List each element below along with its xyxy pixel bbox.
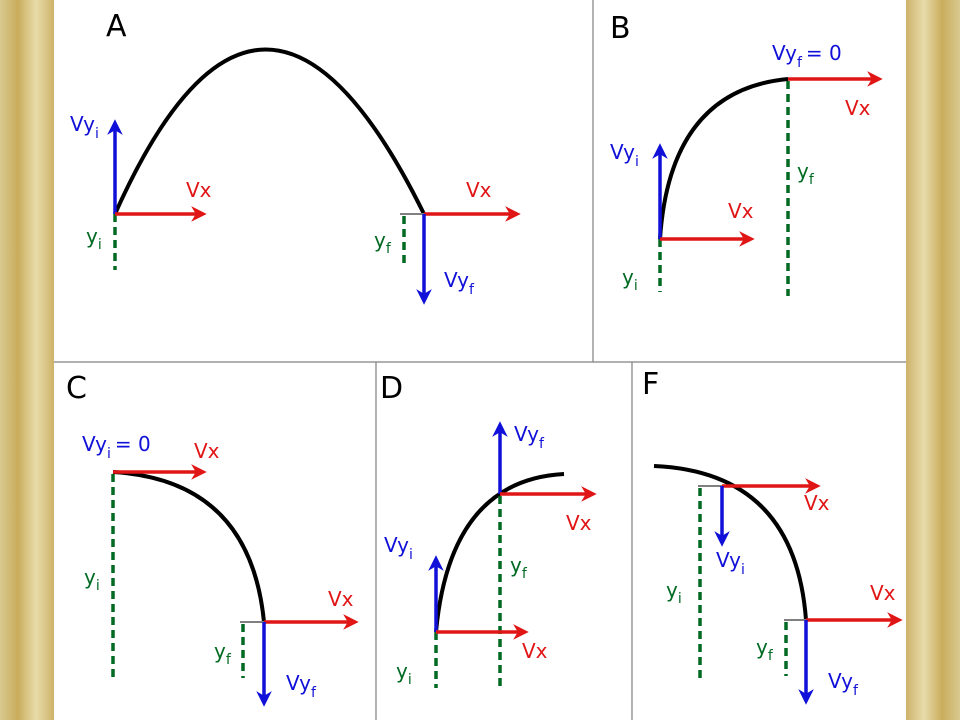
panel-b-vx-top-label: Vx xyxy=(845,96,871,120)
panel-a-vx-left-label: Vx xyxy=(186,178,212,202)
panel-d: D Vyf Vx Vyi yf Vx yi xyxy=(380,371,597,688)
panel-b-yi-label: yi xyxy=(622,265,638,294)
panel-c-vx-top-label: Vx xyxy=(194,439,220,463)
panel-c-trajectory xyxy=(112,470,266,623)
panel-f-yf-label: yf xyxy=(756,635,774,664)
panel-separators xyxy=(54,0,906,720)
panel-f-trajectory xyxy=(653,464,808,621)
panel-b-vyi-label: Vyi xyxy=(610,140,639,170)
panel-d-trajectory xyxy=(434,472,565,633)
panel-f: F Vx Vyi yi Vx yf Vyf xyxy=(642,367,903,705)
panel-f-yi-label: yi xyxy=(666,578,682,607)
panel-c-vyi-label: Vyi= 0 xyxy=(82,432,151,462)
panel-c-vx-bottom-label: Vx xyxy=(328,587,354,611)
panel-a-letter: A xyxy=(106,9,127,44)
panel-a-yi-label: yi xyxy=(86,224,102,253)
panel-f-vyi-label: Vyi xyxy=(716,548,745,578)
panel-c-letter: C xyxy=(66,371,87,406)
panel-f-letter: F xyxy=(642,367,659,402)
panel-c-vyf-label: Vyf xyxy=(286,671,317,701)
panel-b-vx-bottom-label: Vx xyxy=(728,199,754,223)
panel-d-vyi-label: Vyi xyxy=(384,533,413,563)
panel-a: A Vyi Vx yi Vx yf Vyf xyxy=(70,9,521,305)
panel-b: B Vyf= 0 Vx Vyi yf Vx yi xyxy=(610,11,883,296)
panel-b-yf-label: yf xyxy=(797,159,815,188)
panel-c: C Vyi= 0 Vx yi Vx yf Vyf xyxy=(66,371,359,707)
panel-b-letter: B xyxy=(610,11,631,46)
panel-c-yi-label: yi xyxy=(84,565,100,594)
panel-d-vx-bottom-label: Vx xyxy=(522,639,548,663)
panel-a-yf-label: yf xyxy=(374,228,392,257)
panel-d-vyf-label: Vyf xyxy=(514,422,545,452)
panel-a-vyi-label: Vyi xyxy=(70,112,99,142)
panel-b-vyf-label: Vyf= 0 xyxy=(772,41,842,71)
panel-d-yf-label: yf xyxy=(510,553,528,582)
panel-d-yi-label: yi xyxy=(396,659,412,688)
panel-c-yf-label: yf xyxy=(214,639,232,668)
panel-f-vx-top-label: Vx xyxy=(804,491,830,515)
panel-d-letter: D xyxy=(380,371,403,406)
panel-a-vx-right-label: Vx xyxy=(466,178,492,202)
panel-b-trajectory xyxy=(658,77,789,240)
panel-f-vyf-label: Vyf xyxy=(828,669,859,699)
panel-a-trajectory xyxy=(113,47,426,215)
panel-a-vyf-label: Vyf xyxy=(444,268,475,298)
panel-f-vx-bottom-label: Vx xyxy=(870,581,896,605)
panel-d-vx-top-label: Vx xyxy=(566,511,592,535)
